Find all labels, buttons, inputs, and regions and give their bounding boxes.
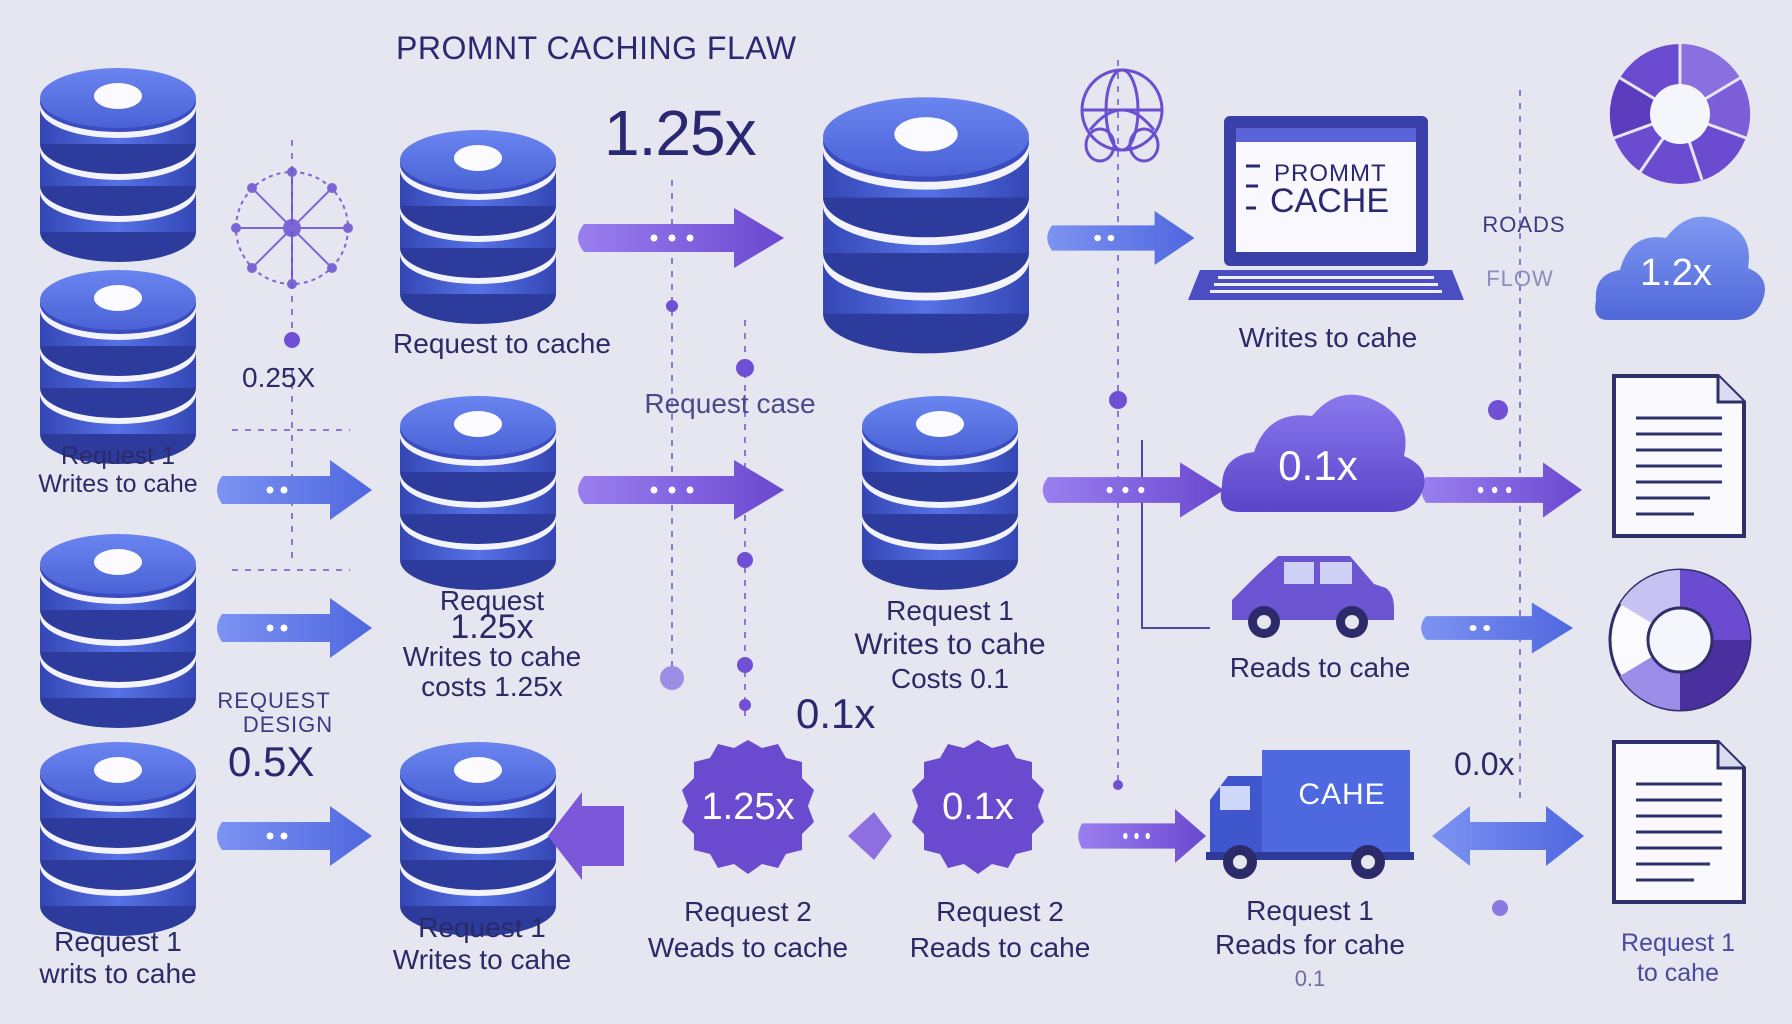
label-col2-row3-line1: Request: [439, 585, 545, 616]
multiplier-left-lower: 0.5X: [228, 738, 315, 785]
label-badge-b: Request 2 Reads to cahe: [910, 894, 1091, 966]
database-icons: [40, 68, 1029, 936]
label-col4-row2-line2: Writes to cahe: [854, 628, 1046, 661]
label-badge-b-line1: Request 2: [936, 896, 1064, 927]
cloud-icon-top: [1595, 216, 1765, 320]
label-col4-row2: Request 1 Writes to cahe Costs 0.1: [854, 594, 1045, 696]
cloud-top-value: 1.2x: [1640, 252, 1712, 294]
label-writes-to-cahe-top: Writes to cahe: [1238, 322, 1418, 353]
multiplier-top: 1.25x: [604, 97, 757, 169]
label-col1-bottom: Request 1 writs to cahe: [39, 926, 196, 990]
label-doc-bottom: Request 1 to cahe: [1621, 928, 1735, 988]
badge-a-value: 1.25x: [701, 786, 795, 828]
label-truck: Request 1 Reads for cahe 0.1: [1215, 894, 1405, 996]
side-line2: FLOW: [1486, 266, 1554, 291]
label-col1-row2-line1: Request 1: [61, 442, 175, 470]
cloud-mid-value: 0.1x: [1278, 442, 1358, 489]
truck-icon: [1206, 750, 1414, 879]
label-doc-bottom-line2: to cahe: [1636, 959, 1719, 987]
truck-label: CAHE: [1298, 778, 1386, 811]
dashed-guides: [232, 60, 1521, 800]
label-doc-bottom-line1: Request 1: [1621, 929, 1735, 957]
label-col1-row2: Request 1 Writes to cahe: [38, 442, 197, 498]
label-truck-line3: 0.1: [1294, 966, 1326, 991]
label-reads-to-cahe: Reads to cahe: [1229, 652, 1411, 683]
badge-b-value: 0.1x: [942, 786, 1014, 828]
flow-arrows: [217, 208, 1584, 880]
laptop-line1: PROMMT: [1274, 160, 1387, 187]
label-col2-row3: Request 1.25x Writes to cahe costs 1.25x: [403, 586, 581, 702]
label-col2-bottom-line2: Writes to cahe: [392, 944, 572, 975]
label-request-case: Request case: [644, 388, 816, 419]
donut-icon-top: [1609, 44, 1751, 184]
car-icon: [1232, 556, 1394, 638]
laptop-line2: CACHE: [1270, 182, 1390, 220]
request-design-line2: DESIGN: [242, 712, 334, 737]
laptop-icon: [1188, 116, 1464, 300]
connector-line: [1141, 440, 1210, 629]
request-design-line1: REQUEST: [217, 688, 331, 713]
network-icon: [231, 167, 353, 289]
label-col2-row3-line4: costs 1.25x: [421, 671, 563, 702]
label-truck-line2: Reads for cahe: [1215, 929, 1405, 960]
side-line1: ROADS: [1482, 212, 1566, 237]
multiplier-right-lower: 0.0x: [1454, 746, 1515, 782]
globe-icon: [1080, 68, 1164, 163]
label-col2-bottom: Request 1 Writes to cahe: [393, 912, 571, 976]
label-col1-bottom-line1: Request 1: [54, 926, 182, 957]
cloud-icon-mid: [1220, 394, 1425, 512]
label-col1-row2-line2: Writes to cahe: [38, 470, 198, 498]
diagram-title: PROMNT CACHING FLAW: [396, 30, 797, 66]
label-badge-a-line2: Weads to cache: [647, 932, 849, 963]
label-request-to-cache: Request to cache: [393, 328, 611, 359]
label-col2-bottom-line1: Request 1: [418, 912, 546, 943]
donut-icon-bottom: [1608, 568, 1752, 712]
label-truck-line1: Request 1: [1246, 895, 1374, 926]
label-badge-a: Request 2 Weads to cache: [648, 894, 848, 966]
label-badge-a-line1: Request 2: [684, 896, 812, 927]
label-col1-bottom-line2: writs to cahe: [39, 958, 197, 989]
label-badge-b-line2: Reads to cahe: [909, 932, 1091, 963]
label-col2-row3-line3: Writes to cahe: [402, 641, 582, 672]
label-col2-row3-line2: 1.25x: [450, 608, 534, 646]
label-col4-row2-line1: Request 1: [886, 595, 1014, 626]
multiplier-left: 0.25X: [242, 362, 316, 393]
multiplier-mid: 0.1x: [796, 690, 876, 737]
guide-nodes: [284, 300, 1508, 916]
label-col4-row2-line3: Costs 0.1: [890, 663, 1010, 694]
